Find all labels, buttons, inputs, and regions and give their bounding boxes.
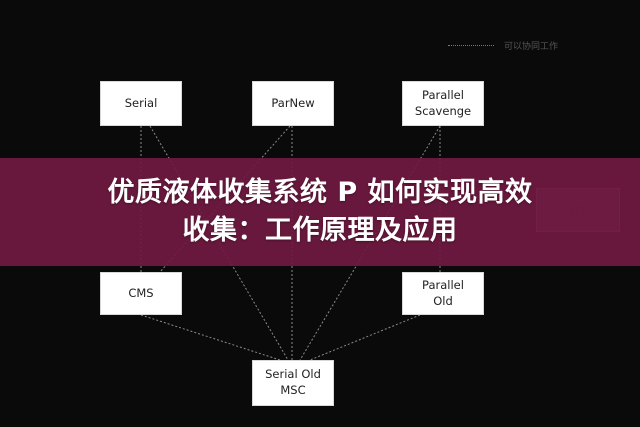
node-parallel-old: Parallel Old (402, 272, 484, 315)
legend-label: 可以协同工作 (504, 41, 559, 52)
node-serial-old-msc: Serial Old MSC (252, 360, 334, 406)
banner-title-line-2: 收集：工作原理及应用 (182, 215, 458, 246)
link-parallelold-serialold (309, 314, 421, 361)
banner-title-line-1: 优质液体收集系统 P 如何实现高效 (107, 177, 533, 208)
node-serial: Serial (100, 81, 182, 126)
link-cms-serialold (140, 314, 281, 361)
title-banner: 优质液体收集系统 P 如何实现高效 收集：工作原理及应用 (0, 158, 640, 266)
node-parnew: ParNew (252, 81, 334, 126)
node-parallel-scavenge: Parallel Scavenge (402, 81, 484, 126)
legend: 可以协同工作 (448, 38, 558, 52)
legend-dotted-line (448, 44, 494, 46)
node-cms: CMS (100, 272, 182, 315)
